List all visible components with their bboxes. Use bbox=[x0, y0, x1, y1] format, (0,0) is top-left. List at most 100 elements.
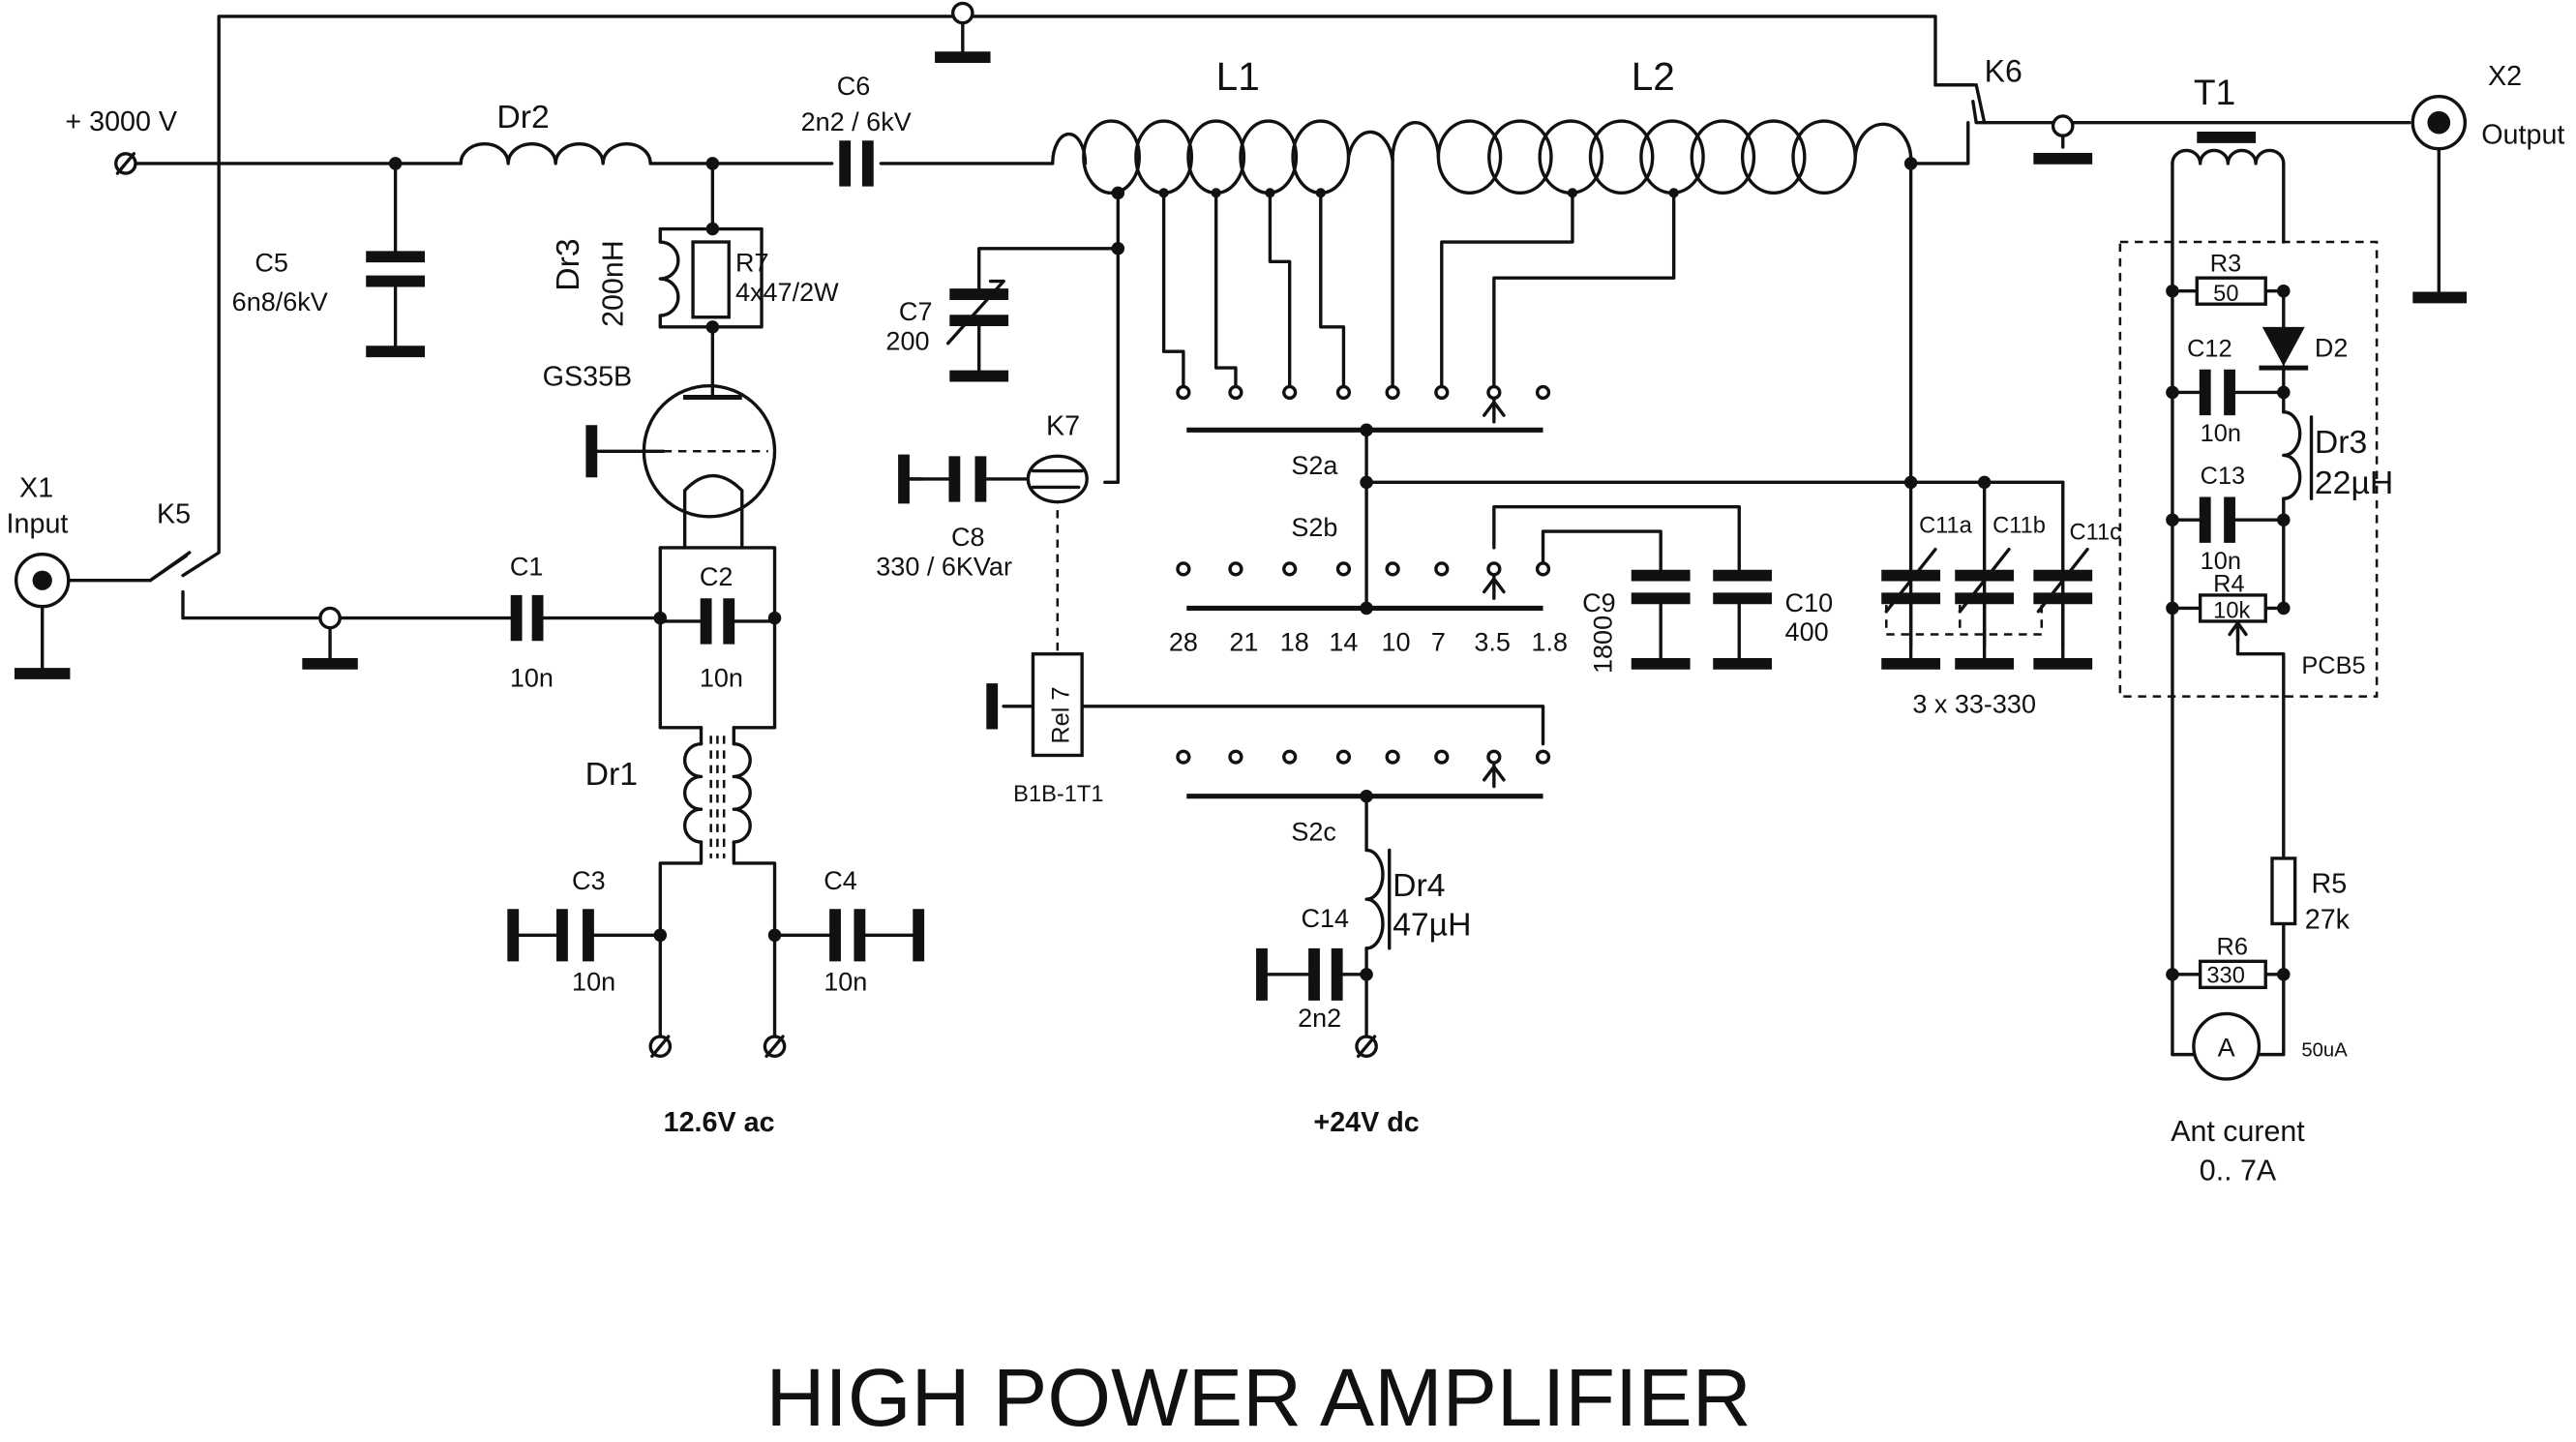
c6-value: 2n2 / 6kV bbox=[801, 107, 912, 136]
c8-capacitor bbox=[907, 456, 987, 502]
r6-label: R6 bbox=[2217, 934, 2248, 961]
c1-value: 10n bbox=[510, 664, 554, 693]
supply-terminal bbox=[114, 152, 137, 175]
c11c-label: C11c bbox=[2070, 520, 2122, 545]
r7-value: 4x47/2W bbox=[735, 278, 839, 307]
k7-label: K7 bbox=[1046, 410, 1080, 441]
heater-terminal-b bbox=[763, 1035, 787, 1059]
r7-label: R7 bbox=[735, 248, 769, 277]
x2-connector[interactable] bbox=[2411, 94, 2468, 151]
r7-resistor bbox=[691, 240, 731, 319]
x1-input-label: Input bbox=[7, 509, 69, 540]
rel7-label: Rel 7 bbox=[1048, 687, 1075, 744]
k6-switch[interactable] bbox=[1933, 83, 1987, 125]
heater-terminal-a bbox=[648, 1035, 673, 1059]
r3-label: R3 bbox=[2210, 250, 2241, 277]
r5-label: R5 bbox=[2312, 868, 2348, 899]
dr3b-value: 22µH bbox=[2315, 465, 2393, 501]
s2c-contacts[interactable] bbox=[1176, 749, 1551, 789]
dr2-inductor bbox=[459, 142, 652, 165]
r6-value: 330 bbox=[2206, 963, 2244, 988]
heater-supply-label: 12.6V ac bbox=[664, 1107, 775, 1138]
c11b-label: C11b bbox=[1992, 514, 2046, 539]
r4-wiper bbox=[2228, 620, 2248, 643]
k5-switch[interactable] bbox=[148, 551, 192, 583]
c5-label: C5 bbox=[255, 248, 288, 277]
c3-capacitor bbox=[556, 909, 594, 962]
c8-value: 330 / 6KVar bbox=[876, 553, 1012, 582]
ground-symbols bbox=[15, 1, 2468, 1001]
rel7-coil[interactable] bbox=[1031, 652, 1084, 758]
c10-capacitor bbox=[1713, 562, 1773, 663]
r6-resistor bbox=[2198, 959, 2267, 990]
c2-capacitor bbox=[700, 598, 735, 645]
c7-variable-capacitor bbox=[945, 279, 1009, 345]
dr2-label: Dr2 bbox=[496, 99, 549, 135]
c11a-label: C11a bbox=[1919, 514, 1973, 539]
x1-label: X1 bbox=[19, 473, 53, 504]
c13-capacitor bbox=[2199, 496, 2235, 543]
dr3-inductor bbox=[658, 240, 680, 317]
ground-x1 bbox=[15, 603, 71, 679]
c3-value: 10n bbox=[572, 968, 615, 997]
s2b-contacts[interactable] bbox=[1176, 561, 1551, 600]
ground-k6 bbox=[2033, 114, 2093, 165]
s2a-label: S2a bbox=[1291, 451, 1338, 480]
c2-label: C2 bbox=[700, 562, 734, 591]
c7-label: C7 bbox=[899, 297, 933, 326]
junction-dots bbox=[388, 157, 2291, 981]
c11-value: 3 x 33-330 bbox=[1912, 690, 2036, 719]
c11b-variable-capacitor bbox=[1955, 547, 2015, 663]
c12-label: C12 bbox=[2187, 335, 2232, 362]
s2a-contacts[interactable] bbox=[1176, 384, 1551, 424]
c3-label: C3 bbox=[572, 866, 606, 895]
c13-label: C13 bbox=[2201, 463, 2245, 490]
c6-label: C6 bbox=[837, 72, 871, 101]
k7-relay[interactable] bbox=[1026, 454, 1089, 504]
r5-value: 27k bbox=[2305, 905, 2351, 936]
c4-label: C4 bbox=[824, 866, 857, 895]
dr3-label: Dr3 bbox=[550, 238, 586, 290]
ammeter bbox=[2192, 1011, 2261, 1081]
l2-coil bbox=[1391, 119, 1913, 195]
dr1-label: Dr1 bbox=[585, 756, 638, 793]
ammeter-caption-range: 0.. 7A bbox=[2200, 1155, 2277, 1187]
d2-diode bbox=[2259, 326, 2309, 371]
d2-label: D2 bbox=[2315, 333, 2349, 362]
t1-transformer bbox=[2171, 131, 2286, 165]
dr4-label: Dr4 bbox=[1393, 867, 1445, 904]
band-label: 21 bbox=[1229, 627, 1258, 656]
pcb5-outline bbox=[2118, 240, 2379, 698]
r4-value: 10k bbox=[2213, 599, 2250, 624]
c4-value: 10n bbox=[824, 968, 867, 997]
relay-supply-terminal bbox=[1355, 1035, 1378, 1059]
title: HIGH POWER AMPLIFIER bbox=[765, 1352, 1751, 1442]
ammeter-symbol: A bbox=[2218, 1033, 2235, 1062]
band-label: 1.8 bbox=[1532, 627, 1569, 656]
gs35b-tube[interactable] bbox=[642, 383, 777, 519]
band-label: 3.5 bbox=[1474, 627, 1511, 656]
c14-value: 2n2 bbox=[1298, 1004, 1341, 1033]
relay-supply-label: +24V dc bbox=[1313, 1107, 1419, 1138]
c4-capacitor bbox=[829, 909, 866, 962]
c12-capacitor bbox=[2199, 369, 2235, 416]
r4-potentiometer bbox=[2198, 593, 2267, 623]
c14-label: C14 bbox=[1302, 904, 1350, 933]
tube-label: GS35B bbox=[543, 362, 633, 393]
pcb5-label: PCB5 bbox=[2301, 652, 2365, 679]
rel7-type-label: B1B-1T1 bbox=[1013, 782, 1103, 807]
c14-capacitor bbox=[1308, 947, 1343, 1001]
c1-capacitor bbox=[510, 594, 544, 642]
terminals bbox=[114, 152, 1378, 1059]
dr4-value: 47µH bbox=[1393, 906, 1471, 943]
s2b-label: S2b bbox=[1291, 513, 1337, 542]
c1-label: C1 bbox=[510, 553, 544, 582]
c7-value: 200 bbox=[885, 327, 929, 356]
t1-label: T1 bbox=[2194, 72, 2235, 112]
c13-value: 10n bbox=[2201, 548, 2241, 575]
dr3b-inductor bbox=[2282, 410, 2302, 500]
c2-value: 10n bbox=[700, 664, 743, 693]
x1-connector[interactable] bbox=[15, 552, 71, 609]
r3-value: 50 bbox=[2213, 282, 2238, 307]
